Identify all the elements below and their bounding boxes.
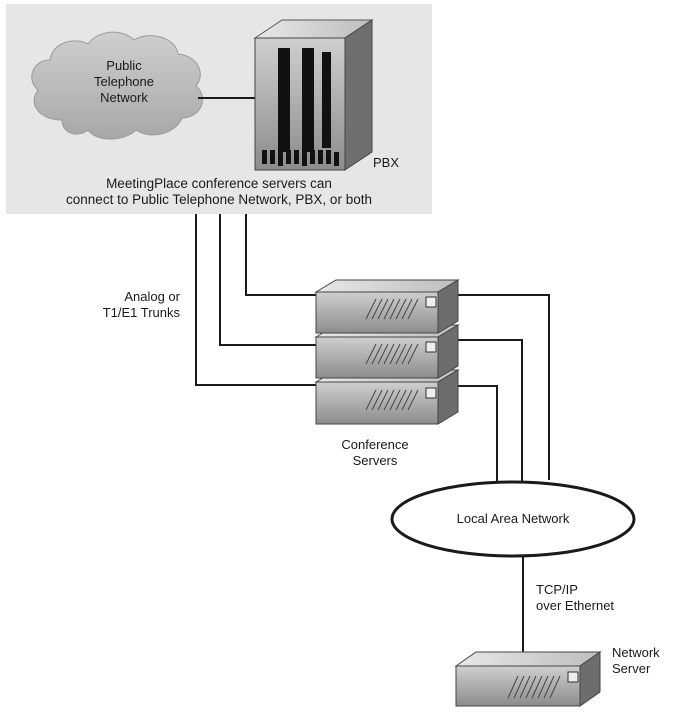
public-telephone-network-cloud — [31, 31, 203, 140]
cloud-label: Public Telephone Network — [74, 58, 174, 106]
conference-servers-label-line-1: Conference — [341, 437, 409, 452]
trunks-label: Analog or T1/E1 Trunks — [80, 289, 180, 321]
panel-caption-line-1: MeetingPlace conference servers can — [106, 176, 332, 191]
conference-servers-label: Conference Servers — [320, 437, 430, 469]
network-server-label-line-2: Server — [612, 661, 651, 676]
network-server-label: Network Server — [612, 645, 660, 677]
conference-server-1 — [314, 279, 460, 334]
tcpip-label: TCP/IP over Ethernet — [536, 582, 614, 614]
tcpip-label-line-2: over Ethernet — [536, 598, 615, 613]
panel-caption: MeetingPlace conference servers can conn… — [6, 176, 432, 208]
trunk-lines — [195, 214, 316, 386]
pbx-icon — [253, 19, 374, 171]
trunks-label-line-1: Analog or — [124, 289, 180, 304]
network-server-label-line-1: Network — [612, 645, 660, 660]
trunks-label-line-2: T1/E1 Trunks — [102, 305, 180, 320]
network-server-icon — [454, 651, 602, 707]
cloud-label-line-2: Telephone — [94, 74, 154, 89]
cloud-label-line-3: Network — [100, 90, 148, 105]
lan-uplink-lines — [458, 294, 550, 484]
pbx-label: PBX — [373, 155, 400, 170]
cloud-label-line-1: Public — [106, 58, 142, 73]
tcpip-label-line-1: TCP/IP — [536, 582, 578, 597]
lan-label: Local Area Network — [456, 511, 570, 526]
conference-servers-label-line-2: Servers — [352, 453, 398, 468]
panel-caption-line-2: connect to Public Telephone Network, PBX… — [66, 192, 372, 207]
local-area-network-ellipse — [390, 480, 636, 558]
